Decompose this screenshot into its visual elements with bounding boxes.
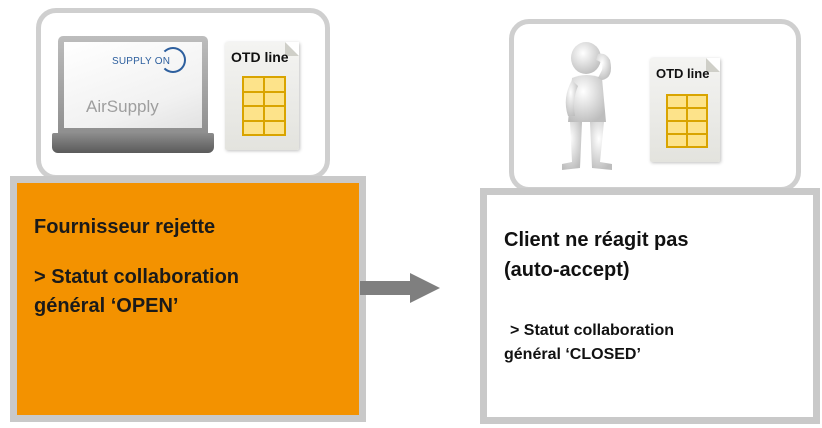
status-line-2: général ‘OPEN’: [34, 295, 179, 317]
status-line-1: > Statut collaboration: [510, 322, 675, 339]
client-title-line-1: Client ne réagit pas: [504, 229, 689, 251]
document-icon: OTD line: [650, 58, 720, 162]
supplier-title: Fournisseur rejette: [34, 216, 216, 238]
laptop-screen: SUPPLY ON AirSupply: [64, 42, 202, 128]
client-status: > Statut collaboration général ‘CLOSED’: [504, 319, 674, 367]
client-status-box: Client ne réagit pas (auto-accept) > Sta…: [480, 188, 820, 424]
supplier-status-box: Fournisseur rejette > Statut collaborati…: [10, 176, 366, 422]
laptop-base: [52, 133, 214, 153]
arrow-head: [410, 273, 440, 303]
doc-table-icon: [666, 94, 708, 148]
arrow-right-icon: [360, 281, 412, 295]
status-line-1: > Statut collaboration: [34, 266, 240, 288]
status-line-2: général ‘CLOSED’: [504, 346, 641, 363]
supplier-status: > Statut collaboration général ‘OPEN’: [34, 263, 239, 321]
client-title: Client ne réagit pas (auto-accept): [504, 225, 689, 285]
client-title-line-2: (auto-accept): [504, 259, 630, 281]
app-name: AirSupply: [86, 97, 159, 116]
doc-label: OTD line: [656, 66, 710, 81]
document-icon: OTD line: [225, 42, 299, 150]
laptop-icon: SUPPLY ON AirSupply: [58, 36, 208, 133]
thinking-person-icon: [562, 42, 612, 170]
doc-table-icon: [242, 76, 286, 136]
supplyon-logo-ring: [160, 47, 186, 73]
doc-label: OTD line: [231, 49, 289, 65]
